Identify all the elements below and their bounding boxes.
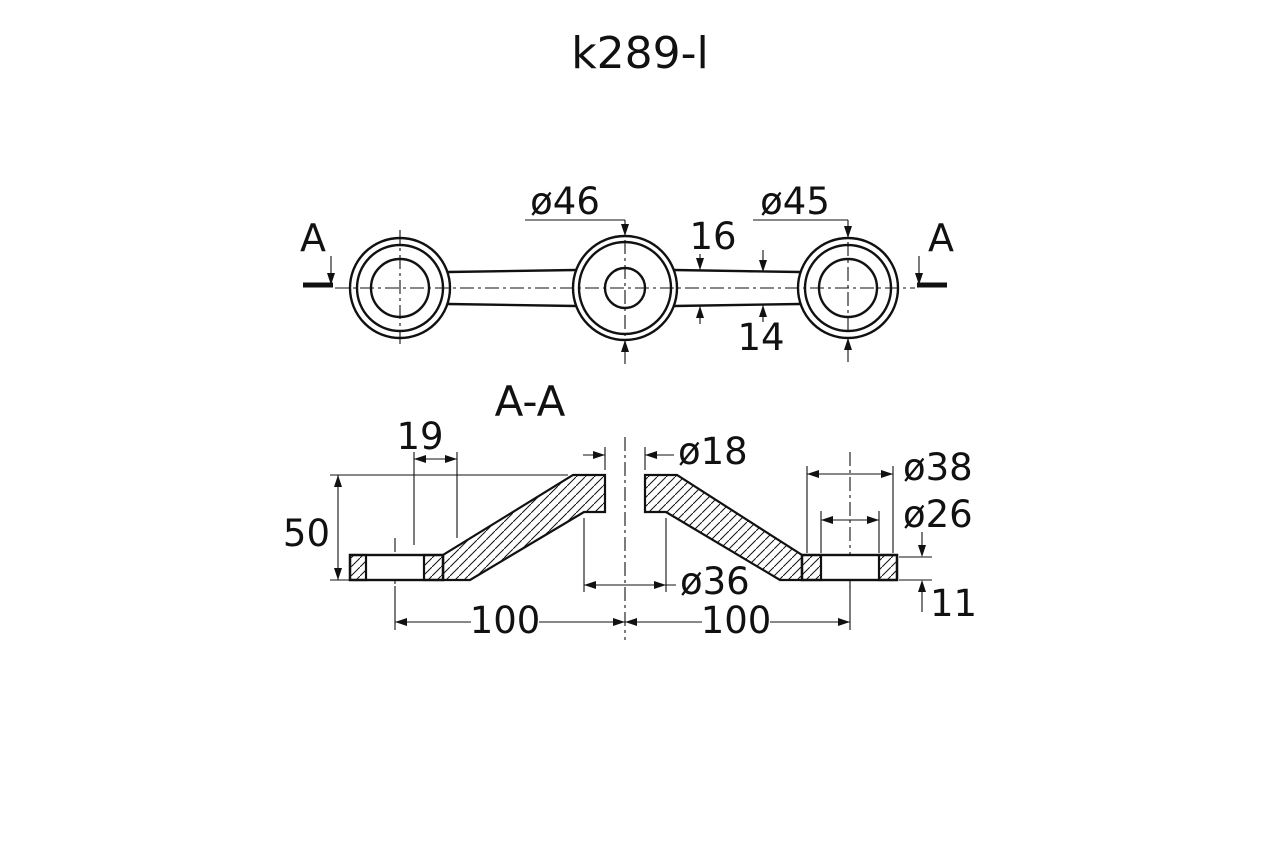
dim-lines <box>330 474 568 581</box>
dim-text-center-bore: ø36 <box>680 560 750 603</box>
left-arm-edges <box>447 268 577 308</box>
left-flange-wall-inner <box>422 553 445 582</box>
left-flange-wall-outer <box>348 553 368 582</box>
dim-span-right-100: 100 <box>625 586 851 642</box>
top-view: ø46 ø45 16 14 A <box>300 180 954 364</box>
section-label: A-A <box>495 377 566 426</box>
dim-arm-width-outer: 14 <box>737 250 785 359</box>
section-outline <box>348 473 899 582</box>
right-boss-counterbore-circle <box>803 243 893 333</box>
dim-text-arm-width-outer: 14 <box>737 316 784 359</box>
dim-lines <box>525 219 626 364</box>
dim-text-span-left: 100 <box>470 599 541 642</box>
left-boss-outer-circle <box>348 236 452 340</box>
dim-boss-diameter: ø45 <box>753 180 852 362</box>
dim-text-mask <box>702 604 770 636</box>
dim-text-offset: 19 <box>396 415 443 458</box>
dim-arm-width-inner: 16 <box>686 215 737 324</box>
section-cut-marker-right: A <box>915 216 954 288</box>
dim-hub-diameter: ø46 <box>525 180 629 364</box>
dim-counterbore-38: ø38 <box>806 446 973 553</box>
dim-lines <box>583 447 674 470</box>
dim-text-top-hole: ø18 <box>678 430 748 473</box>
dim-text-span-right: 100 <box>701 599 772 642</box>
dim-height-50: 50 <box>283 474 568 581</box>
hub-hole-circle <box>603 266 647 310</box>
left-web-section <box>441 473 607 582</box>
section-view: A-A 19 ø18 <box>283 377 977 642</box>
left-boss-hole-circle <box>369 257 431 319</box>
right-flange-wall-inner <box>800 553 823 582</box>
dim-flange-hole-26: ø26 <box>820 493 973 553</box>
cut-arrow <box>915 273 923 285</box>
dim-arrows <box>414 455 457 463</box>
right-flange-wall-outer <box>877 553 899 582</box>
cut-arrow <box>327 273 335 285</box>
dim-text-arm-width-inner: 16 <box>689 215 736 258</box>
dim-span-left-100: 100 <box>394 586 625 642</box>
section-centerlines <box>394 437 851 640</box>
cut-letter-left: A <box>300 216 326 260</box>
dim-text-mask <box>471 604 539 636</box>
dim-text-height: 50 <box>283 512 330 555</box>
dim-text-counterbore: ø38 <box>903 446 973 489</box>
left-boss-counterbore-circle <box>355 243 445 333</box>
dim-arrows <box>334 475 342 580</box>
dim-text-hub-diameter: ø46 <box>530 180 600 223</box>
top-view-centerlines <box>335 230 915 348</box>
dim-arrows <box>696 258 704 318</box>
dim-text-flange-hole: ø26 <box>903 493 973 536</box>
section-cut-marker-left: A <box>300 216 335 288</box>
dim-offset-19: 19 <box>396 415 458 545</box>
dim-text-boss-diameter: ø45 <box>760 180 830 223</box>
hub-chamfer-circle <box>577 240 673 336</box>
dim-arrows <box>918 545 926 592</box>
dim-top-hole-18: ø18 <box>583 430 748 473</box>
dim-text-flange-thickness: 11 <box>930 582 977 625</box>
dim-arrows <box>821 516 879 524</box>
right-boss-hole-circle <box>817 257 879 319</box>
dim-lines <box>583 518 676 592</box>
dim-lines <box>899 532 932 612</box>
cut-letter-right: A <box>928 216 954 260</box>
dim-lines <box>413 452 458 545</box>
dim-lines <box>806 466 894 553</box>
dim-center-bore-36: ø36 <box>583 518 750 603</box>
dim-arrows <box>759 260 767 317</box>
dim-flange-thickness-11: 11 <box>899 532 977 625</box>
drawing-title: k289-l <box>571 28 709 79</box>
